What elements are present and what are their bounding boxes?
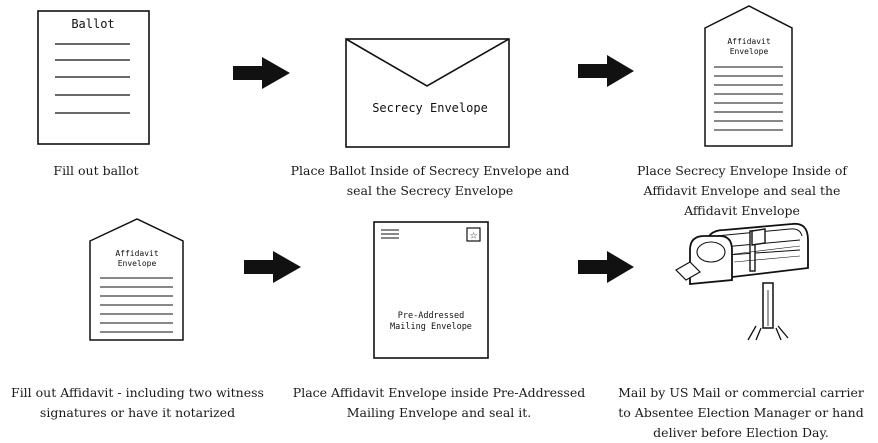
caption-line: to Absentee Election Manager or hand: [618, 405, 864, 420]
step-5-caption: Place Affidavit Envelope inside Pre-Addr…: [284, 383, 594, 423]
caption-line: signatures or have it notarized: [39, 405, 236, 420]
mailing-label-line1: Pre-Addressed: [398, 311, 465, 321]
stamp-star: ☆: [469, 232, 477, 242]
stamp-icon: ☆: [466, 227, 481, 242]
right-arrow-icon: [233, 57, 290, 89]
affidavit-label-line1: Affidavit: [727, 37, 771, 46]
caption-line: Mail by US Mail or commercial carrier: [618, 385, 864, 400]
mailing-label-line2: Mailing Envelope: [390, 322, 472, 332]
caption-line: Mailing Envelope and seal it.: [346, 405, 532, 420]
step-6-caption: Mail by US Mail or commercial carrier to…: [604, 383, 878, 443]
caption-line: Place Ballot Inside of Secrecy Envelope …: [290, 163, 570, 178]
caption-line: Affidavit Envelope and seal the: [643, 183, 841, 198]
step-1-caption: Fill out ballot: [16, 161, 176, 181]
caption-line: Affidavit Envelope: [684, 203, 800, 218]
affidavit-label-line1: Affidavit: [115, 249, 159, 258]
step-4-caption: Fill out Affidavit - including two witne…: [0, 383, 275, 423]
right-arrow-icon: [578, 55, 634, 87]
ballot-icon: Ballot: [37, 10, 150, 145]
affidavit-envelope-icon: Affidavit Envelope: [89, 218, 184, 341]
caption-line: deliver before Election Day.: [653, 425, 829, 440]
mailing-envelope-icon: ☆ Pre-Addressed Mailing Envelope: [373, 221, 489, 359]
caption-line: Place Affidavit Envelope inside Pre-Addr…: [292, 385, 586, 400]
right-arrow-icon: [578, 251, 634, 283]
secrecy-envelope-icon: Secrecy Envelope: [345, 38, 510, 148]
affidavit-label-line2: Envelope: [730, 47, 769, 56]
step-3-caption: Place Secrecy Envelope Inside of Affidav…: [612, 161, 872, 221]
caption-line: Fill out Affidavit - including two witne…: [11, 385, 264, 400]
mailbox-icon: [675, 222, 809, 341]
caption-line: Fill out ballot: [53, 163, 139, 178]
affidavit-label-line2: Envelope: [118, 259, 157, 268]
step-2-caption: Place Ballot Inside of Secrecy Envelope …: [274, 161, 586, 201]
right-arrow-icon: [244, 251, 301, 283]
affidavit-envelope-icon: Affidavit Envelope: [704, 5, 793, 147]
caption-line: seal the Secrecy Envelope: [346, 183, 514, 198]
caption-line: Place Secrecy Envelope Inside of: [636, 163, 848, 178]
ballot-title: Ballot: [71, 17, 114, 31]
secrecy-envelope-label: Secrecy Envelope: [372, 101, 488, 115]
